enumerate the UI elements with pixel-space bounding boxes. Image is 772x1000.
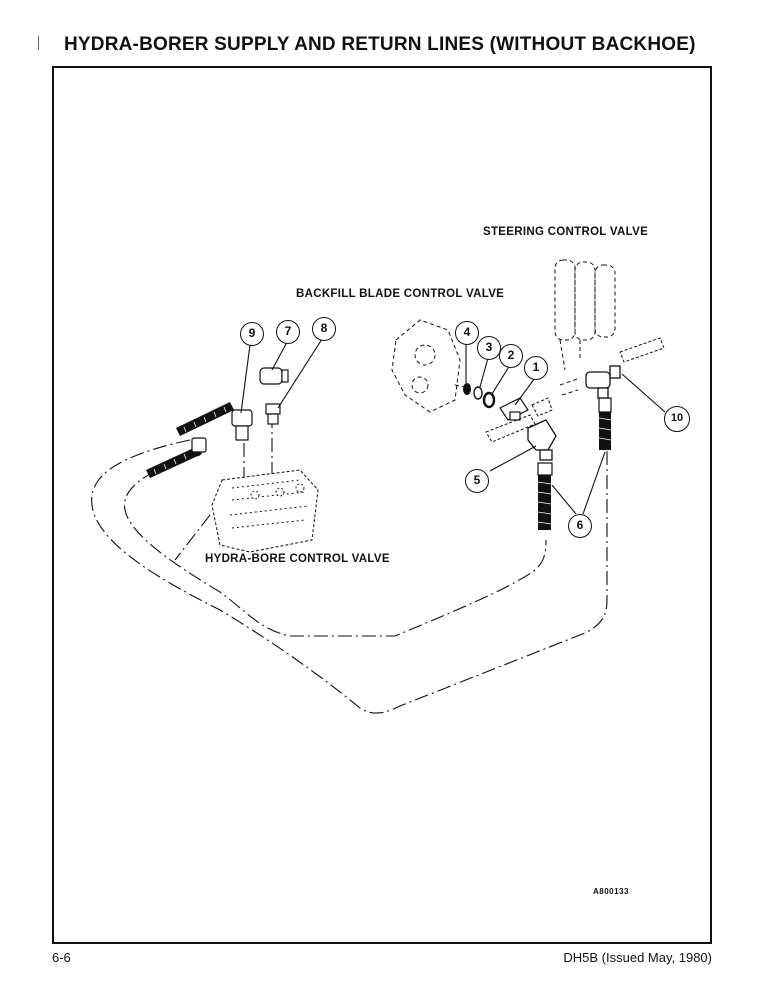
hose-9-lower [146,446,202,478]
o-ring-4 [463,383,471,395]
o-ring-2 [482,391,496,409]
figure-code: A800133 [593,887,629,896]
elbow-fitting-5 [527,419,557,461]
tee-fitting-10 [585,365,621,399]
elbow-fitting-7 [259,367,289,385]
hose-6-right [598,397,612,450]
figure-frame [52,66,712,944]
page-number: 6-6 [52,950,71,965]
steering-valve-label: STEERING CONTROL VALVE [483,226,649,238]
steering-control-valve [554,259,616,396]
callout-leaders [240,338,666,515]
callout-2: 2 [499,344,523,368]
adapter-extension [485,397,553,443]
callout-4: 4 [455,321,479,345]
hydra-bore-drain-line [174,514,211,561]
page-title: HYDRA-BORER SUPPLY AND RETURN LINES (WIT… [64,34,696,55]
adapter-fitting-1 [499,397,529,421]
hydra-bore-valve-label: HYDRA-BORE CONTROL VALVE [205,553,390,565]
callout-3: 3 [477,336,501,360]
callout-6: 6 [568,514,592,538]
hose-6-left [537,462,553,530]
callout-1: 1 [524,356,548,380]
callout-10: 10 [664,406,690,432]
supply-line-inner [123,454,547,637]
hose-9-texture [153,406,227,475]
callout-9: 9 [240,322,264,346]
callout-5: 5 [465,469,489,493]
backfill-valve-label: BACKFILL BLADE CONTROL VALVE [296,288,505,300]
backfill-blade-control-valve [391,319,471,413]
washer-3 [473,386,483,400]
margin-mark [38,36,39,50]
steering-line-stub [619,337,665,363]
return-line-outer [91,439,608,714]
document-id: DH5B (Issued May, 1980) [563,950,712,965]
adapter-fitting-8 [265,403,281,425]
callout-7: 7 [276,320,300,344]
callout-8: 8 [312,317,336,341]
hydra-bore-control-valve [211,469,319,553]
elbow-fitting-9 [191,409,253,453]
